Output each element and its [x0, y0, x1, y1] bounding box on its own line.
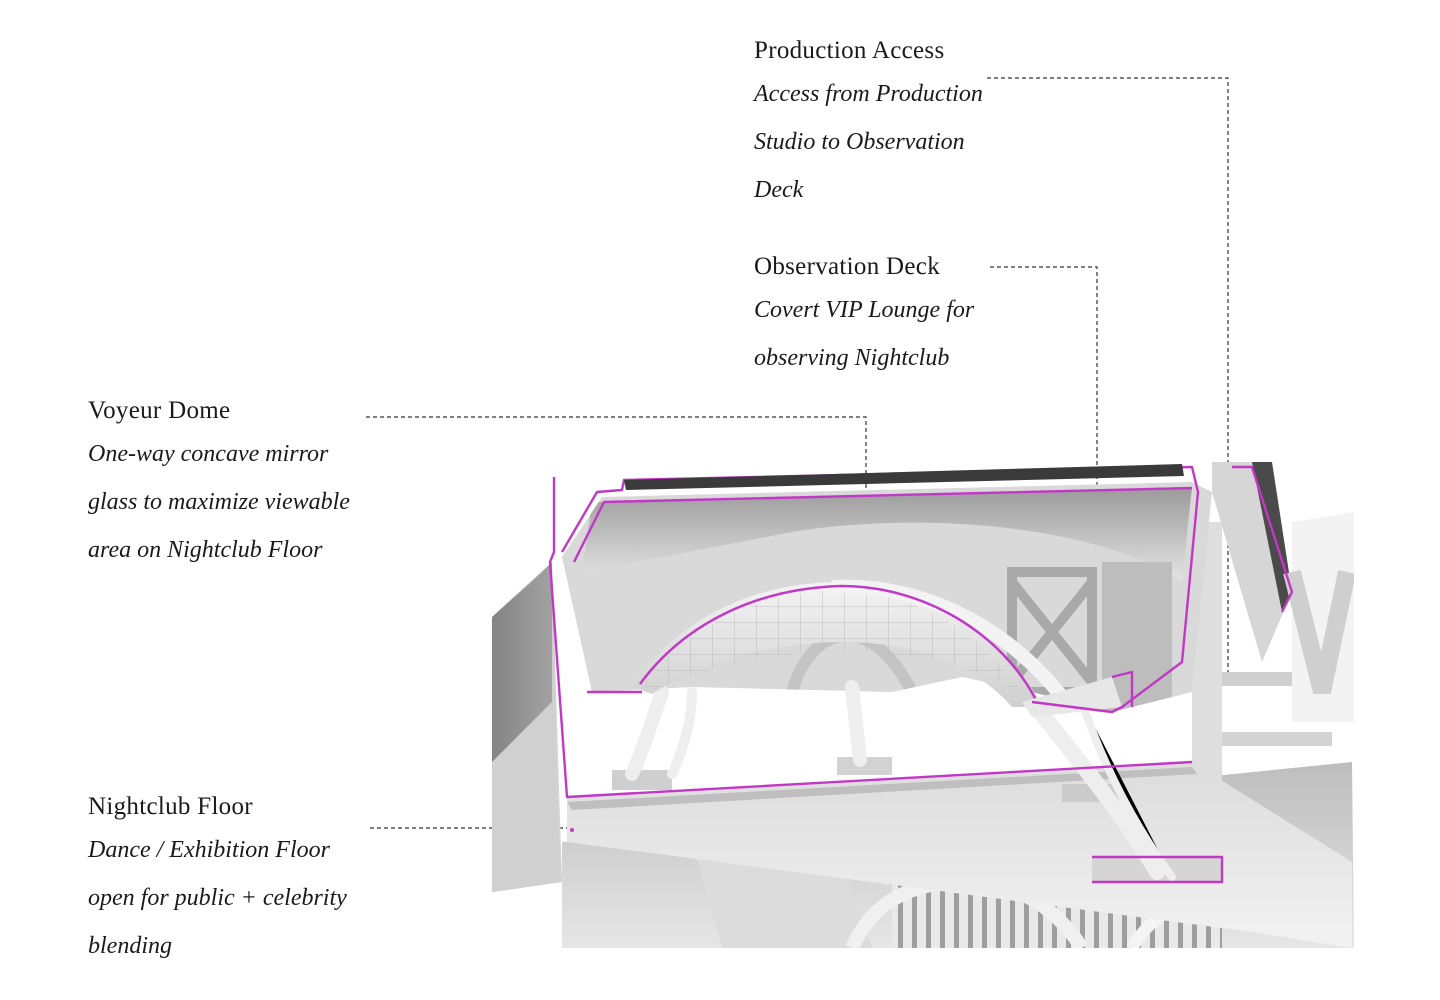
annotation-description: Covert VIP Lounge for observing Nightclu… [754, 286, 974, 382]
annotation-line: Studio to Observation [754, 129, 965, 155]
annotation-line: Deck [754, 177, 804, 203]
annotation-line: glass to maximize viewable [88, 489, 350, 515]
annotation-line: One-way concave mirror [88, 441, 329, 467]
annotation-line: blending [88, 933, 172, 959]
annotation-nightclub-floor: Nightclub Floor Dance / Exhibition Floor… [88, 792, 347, 970]
annotation-observation-deck: Observation Deck Covert VIP Lounge for o… [754, 252, 974, 382]
annotation-description: One-way concave mirror glass to maximize… [88, 430, 350, 574]
annotation-title: Observation Deck [754, 253, 940, 280]
annotation-line: Covert VIP Lounge for [754, 297, 975, 323]
annotation-description: Dance / Exhibition Floor open for public… [88, 826, 347, 970]
annotation-title: Production Access [754, 37, 945, 64]
annotation-line: observing Nightclub [754, 345, 950, 371]
annotation-voyeur-dome: Voyeur Dome One-way concave mirror glass… [88, 396, 350, 574]
annotation-line: Dance / Exhibition Floor [88, 837, 330, 863]
annotation-production-access: Production Access Access from Production… [754, 36, 983, 214]
annotation-description: Access from Production Studio to Observa… [754, 70, 983, 214]
annotation-line: area on Nightclub Floor [88, 537, 323, 563]
section-perspective-render [492, 462, 1354, 948]
annotation-title: Voyeur Dome [88, 397, 231, 424]
annotation-line: Access from Production [754, 81, 983, 107]
annotation-line: open for public + celebrity [88, 885, 347, 911]
annotation-title: Nightclub Floor [88, 793, 253, 820]
